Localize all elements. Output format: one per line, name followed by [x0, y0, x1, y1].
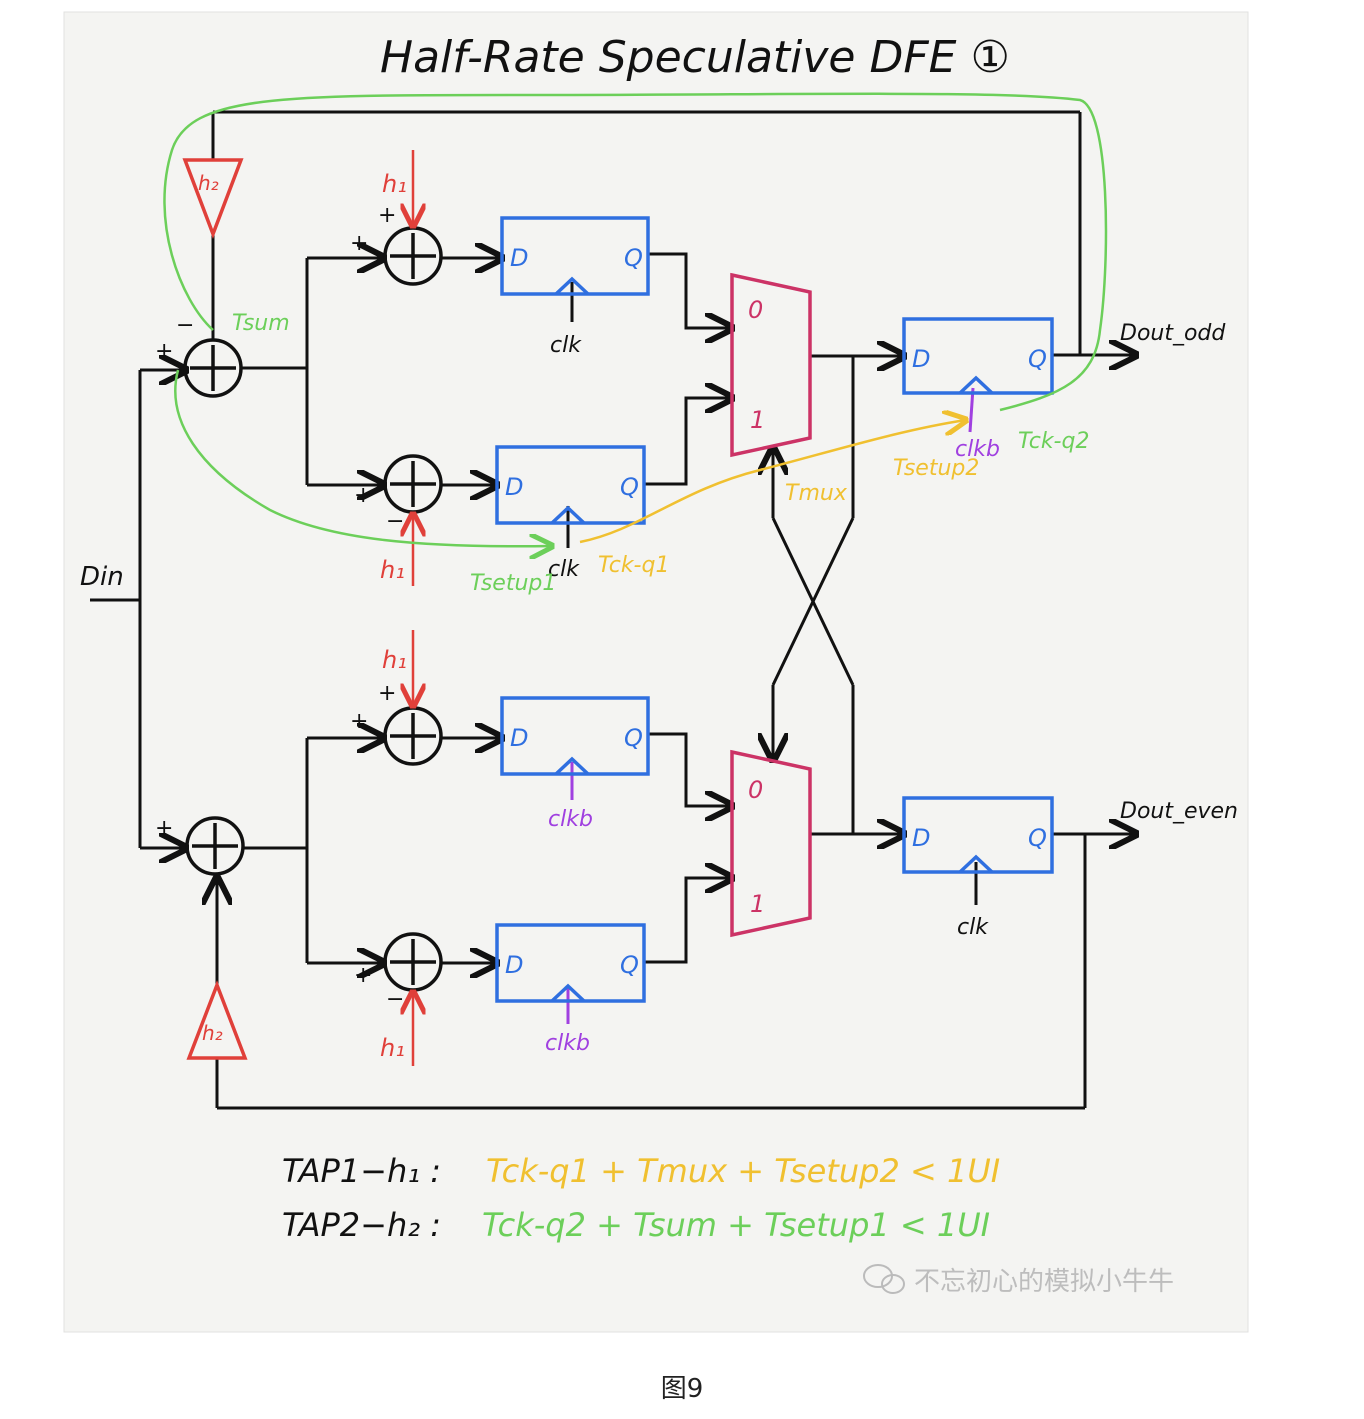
dout-even-label: Dout_even [1120, 799, 1238, 824]
clk-label: clk [548, 557, 580, 582]
sign-minus: − [176, 313, 194, 338]
mux-input-1-label: 1 [750, 890, 765, 918]
flipflop-odd-out [902, 317, 1054, 395]
sign-plus: + [155, 339, 173, 364]
mux-input-0-label: 0 [748, 296, 763, 324]
mux-bottom [730, 749, 812, 938]
mux-input-1-label: 1 [750, 406, 765, 434]
paper-background [63, 11, 1249, 1333]
clkb-label: clkb [548, 807, 593, 832]
tap2-equation-name: TAP2−h₂ : [282, 1206, 441, 1244]
ff-q-label: Q [624, 724, 643, 752]
sign-plus: + [350, 709, 368, 734]
sign-plus: + [155, 816, 173, 841]
h1-label: h₁ [380, 556, 405, 584]
wechat-icon-small [881, 1274, 905, 1294]
ff-d-label: D [505, 951, 523, 979]
ff-d-label: D [510, 244, 528, 272]
ff-d-label: D [510, 724, 528, 752]
mux-input-0-label: 0 [748, 776, 763, 804]
tap1-equation-name: TAP1−h₁ : [282, 1152, 441, 1190]
ff-q-label: Q [624, 244, 643, 272]
ff-d-label: D [912, 824, 930, 852]
figure-caption: 图9 [660, 1374, 704, 1404]
summer-top-main [183, 338, 243, 398]
ff-q-label: Q [620, 473, 639, 501]
sign-plus: + [378, 203, 396, 228]
ff-q-label: Q [1028, 824, 1047, 852]
h1-label: h₁ [382, 170, 407, 198]
ff-q-label: Q [1028, 345, 1047, 373]
tap1-critical-path [579, 420, 966, 544]
watermark-text: 不忘初心的模拟小牛牛 [914, 1267, 1174, 1297]
clkb-label: clkb [545, 1031, 590, 1056]
tmux-label: Tmux [785, 481, 848, 506]
flipflop-bottom-1 [500, 696, 650, 776]
flipflop-top-1 [500, 216, 650, 296]
tap2-critical-path [163, 92, 1108, 412]
tap1-equation: Tck-q1 + Tmux + Tsetup2 < 1UI [486, 1152, 1000, 1190]
tckq2-label: Tck-q2 [1018, 429, 1089, 454]
tsetup1-label: Tsetup1 [470, 571, 556, 596]
flipflop-even-out [902, 796, 1054, 874]
sign-minus: − [386, 987, 404, 1012]
sign-plus: + [378, 681, 396, 706]
sign-plus: + [354, 483, 372, 508]
flipflop-top-2 [495, 445, 646, 525]
flipflop-bottom-2 [495, 923, 646, 1003]
ff-d-label: D [912, 345, 930, 373]
ff-q-label: Q [620, 951, 639, 979]
tsetup2-label: Tsetup2 [893, 456, 979, 481]
tsum-label: Tsum [232, 311, 290, 336]
signal-wires [90, 110, 1136, 1110]
h2-label: h₂ [202, 1021, 223, 1045]
tckq1-label: Tck-q1 [598, 553, 669, 578]
din-label: Din [80, 562, 124, 592]
diagram-title: Half-Rate Speculative DFE ① [380, 32, 1010, 83]
watermark: 不忘初心的模拟小牛牛 [863, 1264, 1174, 1297]
h2-amplifier-bottom [186, 980, 248, 1060]
h1-label: h₁ [382, 646, 407, 674]
clkb-label: clkb [955, 437, 1000, 462]
summer-bottom-main [185, 816, 245, 876]
tap2-critical-path-setup [174, 369, 552, 546]
clkb-stub [968, 387, 975, 433]
ff-d-label: D [505, 473, 523, 501]
flipflops [495, 216, 1054, 1003]
h2-amplifier-top [182, 158, 244, 239]
clk-label: clk [957, 915, 989, 940]
sign-plus: + [350, 231, 368, 256]
h1-label: h₁ [380, 1034, 405, 1062]
dout-odd-label: Dout_odd [1120, 321, 1226, 346]
h2-label: h₂ [198, 171, 219, 195]
clk-label: clk [550, 333, 582, 358]
sign-minus: − [386, 509, 404, 534]
tap2-equation: Tck-q2 + Tsum + Tsetup1 < 1UI [482, 1206, 990, 1244]
mux-top [730, 272, 812, 458]
sign-plus: + [354, 963, 372, 988]
